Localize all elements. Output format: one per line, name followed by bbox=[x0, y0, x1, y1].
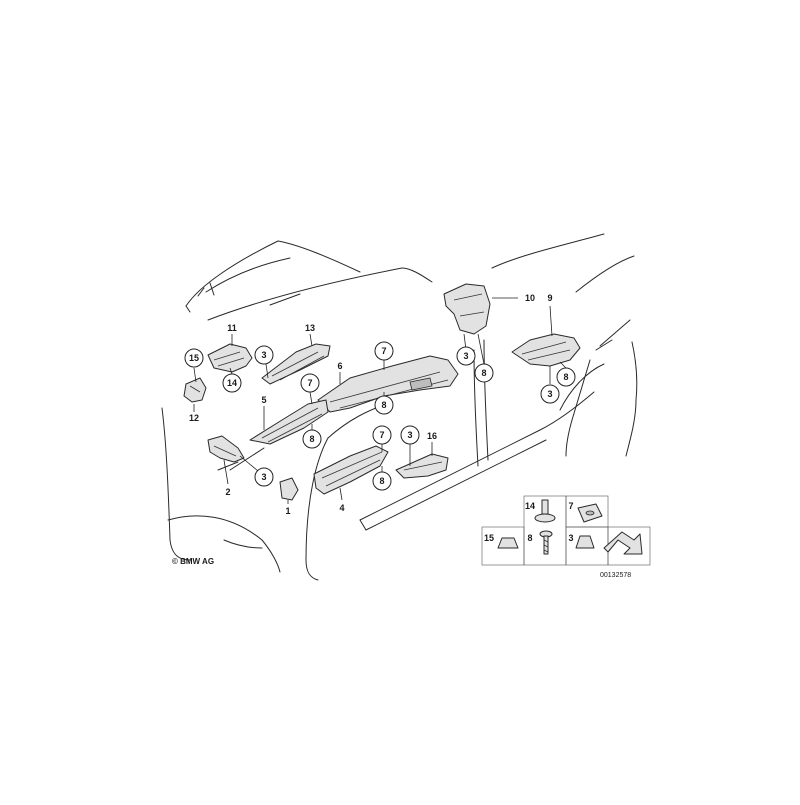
copyright-label: © BMW AG bbox=[172, 557, 214, 566]
part-5 bbox=[249, 399, 329, 445]
part-13 bbox=[261, 343, 331, 385]
svg-text:9: 9 bbox=[547, 293, 552, 303]
arrow-icon bbox=[603, 531, 643, 555]
legend-item-14: 14 bbox=[525, 499, 556, 523]
legend-item-3: 3 bbox=[568, 533, 595, 549]
callout-7[interactable]: 7 bbox=[374, 341, 394, 361]
svg-text:3: 3 bbox=[261, 472, 266, 482]
callout-15[interactable]: 15 bbox=[184, 348, 204, 368]
callout-10[interactable]: 10 bbox=[525, 293, 535, 303]
document-number: 00132578 bbox=[600, 572, 631, 579]
svg-text:14: 14 bbox=[525, 501, 535, 511]
part-16 bbox=[395, 453, 449, 479]
svg-text:6: 6 bbox=[337, 361, 342, 371]
callout-5[interactable]: 5 bbox=[261, 395, 266, 405]
part-4 bbox=[313, 445, 389, 495]
callout-14[interactable]: 14 bbox=[222, 373, 242, 393]
callout-3[interactable]: 3 bbox=[540, 384, 560, 404]
callout-3[interactable]: 3 bbox=[254, 345, 274, 365]
callout-13[interactable]: 13 bbox=[305, 323, 315, 333]
part-10 bbox=[443, 283, 491, 335]
svg-text:3: 3 bbox=[463, 351, 468, 361]
svg-text:16: 16 bbox=[427, 431, 437, 441]
svg-text:7: 7 bbox=[307, 378, 312, 388]
callout-16[interactable]: 16 bbox=[427, 431, 437, 441]
legend-item-15: 15 bbox=[484, 533, 519, 549]
svg-text:7: 7 bbox=[379, 430, 384, 440]
callouts: 15 11 14 12 3 13 6 7 8 bbox=[184, 293, 576, 516]
callout-3[interactable]: 3 bbox=[254, 467, 274, 487]
svg-text:7: 7 bbox=[568, 501, 573, 511]
callout-12[interactable]: 12 bbox=[189, 413, 199, 423]
part-11 bbox=[207, 343, 253, 373]
svg-text:13: 13 bbox=[305, 323, 315, 333]
svg-text:8: 8 bbox=[527, 533, 532, 543]
callout-2[interactable]: 2 bbox=[225, 487, 230, 497]
callout-3[interactable]: 3 bbox=[400, 425, 420, 445]
callout-3[interactable]: 3 bbox=[456, 346, 476, 366]
legend-item-8: 8 bbox=[527, 530, 553, 555]
small-parts-legend: 14 7 15 8 3 bbox=[481, 495, 651, 566]
callout-7[interactable]: 7 bbox=[300, 373, 320, 393]
callout-9[interactable]: 9 bbox=[547, 293, 552, 303]
part-9 bbox=[511, 333, 581, 367]
callout-8[interactable]: 8 bbox=[374, 395, 394, 415]
svg-text:8: 8 bbox=[379, 476, 384, 486]
svg-text:14: 14 bbox=[227, 378, 237, 388]
part-2 bbox=[207, 435, 245, 463]
callout-7[interactable]: 7 bbox=[372, 425, 392, 445]
svg-text:11: 11 bbox=[227, 323, 237, 333]
svg-text:8: 8 bbox=[309, 434, 314, 444]
svg-text:7: 7 bbox=[381, 346, 386, 356]
legend-item-7: 7 bbox=[568, 501, 603, 523]
car-body-outline bbox=[161, 233, 638, 581]
callout-8[interactable]: 8 bbox=[372, 471, 392, 491]
svg-text:2: 2 bbox=[225, 487, 230, 497]
part-6 bbox=[317, 355, 459, 413]
svg-text:3: 3 bbox=[407, 430, 412, 440]
svg-text:4: 4 bbox=[339, 503, 344, 513]
svg-text:1: 1 bbox=[285, 506, 290, 516]
svg-text:8: 8 bbox=[381, 400, 386, 410]
svg-text:15: 15 bbox=[189, 353, 199, 363]
svg-text:5: 5 bbox=[261, 395, 266, 405]
svg-text:8: 8 bbox=[481, 368, 486, 378]
callout-8[interactable]: 8 bbox=[474, 363, 494, 383]
svg-text:3: 3 bbox=[547, 389, 552, 399]
svg-text:3: 3 bbox=[261, 350, 266, 360]
svg-text:10: 10 bbox=[525, 293, 535, 303]
callout-1[interactable]: 1 bbox=[285, 506, 290, 516]
svg-text:8: 8 bbox=[563, 372, 568, 382]
svg-text:15: 15 bbox=[484, 533, 494, 543]
callout-11[interactable]: 11 bbox=[227, 323, 237, 333]
part-1 bbox=[279, 477, 299, 501]
callout-8[interactable]: 8 bbox=[556, 367, 576, 387]
callout-6[interactable]: 6 bbox=[337, 361, 342, 371]
callout-8[interactable]: 8 bbox=[302, 429, 322, 449]
callout-4[interactable]: 4 bbox=[339, 503, 344, 513]
svg-text:12: 12 bbox=[189, 413, 199, 423]
svg-text:3: 3 bbox=[568, 533, 573, 543]
part-12 bbox=[183, 377, 207, 403]
